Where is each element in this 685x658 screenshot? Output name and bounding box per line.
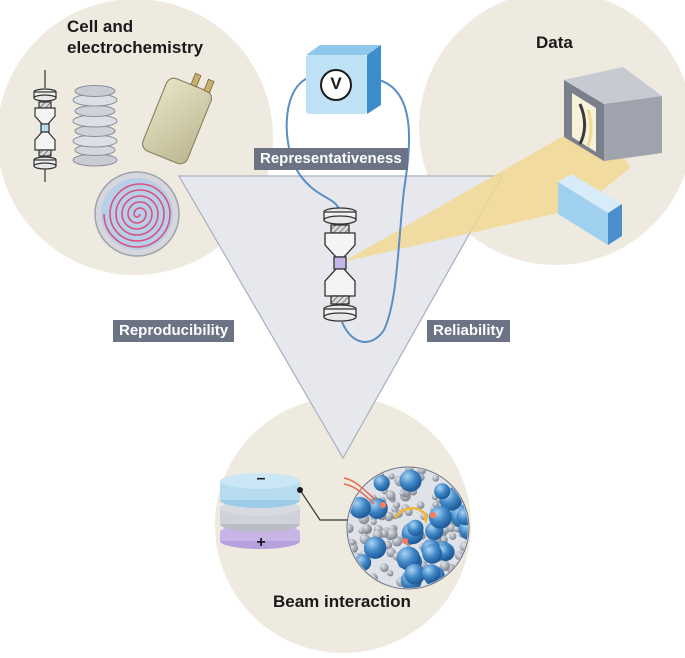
voltmeter-icon bbox=[306, 45, 381, 114]
battery-minus-label: – bbox=[256, 470, 266, 487]
battery-stack-icon bbox=[220, 473, 300, 549]
x-ray-beam bbox=[343, 115, 630, 262]
reproducibility-tag: Reproducibility bbox=[113, 320, 235, 342]
zoom-anchor-dot bbox=[297, 487, 303, 493]
voltmeter-label: V bbox=[330, 74, 342, 93]
cylindrical-cell-icon bbox=[94, 171, 180, 257]
data-title: Data bbox=[536, 33, 573, 52]
beam-title: Beam interaction bbox=[273, 592, 411, 611]
voltmeter-wire-left bbox=[285, 77, 341, 213]
small-cell-icon bbox=[33, 70, 57, 182]
voltmeter-wire-right bbox=[341, 77, 411, 343]
representativeness-tag: Representativeness bbox=[254, 148, 408, 170]
reliability-tag: Reliability bbox=[427, 320, 510, 342]
battery-plus-label: + bbox=[256, 534, 266, 551]
particle-zoom-icon bbox=[343, 466, 470, 590]
operando-cell-icon bbox=[323, 207, 357, 322]
sample-block-icon bbox=[558, 174, 622, 245]
pouch-cell-icon bbox=[141, 72, 215, 165]
coin-cell-stack-icon bbox=[72, 85, 118, 167]
cell-title: Cell and electrochemistry bbox=[67, 17, 204, 57]
zoom-connector bbox=[299, 489, 352, 521]
detector-icon bbox=[564, 67, 662, 161]
